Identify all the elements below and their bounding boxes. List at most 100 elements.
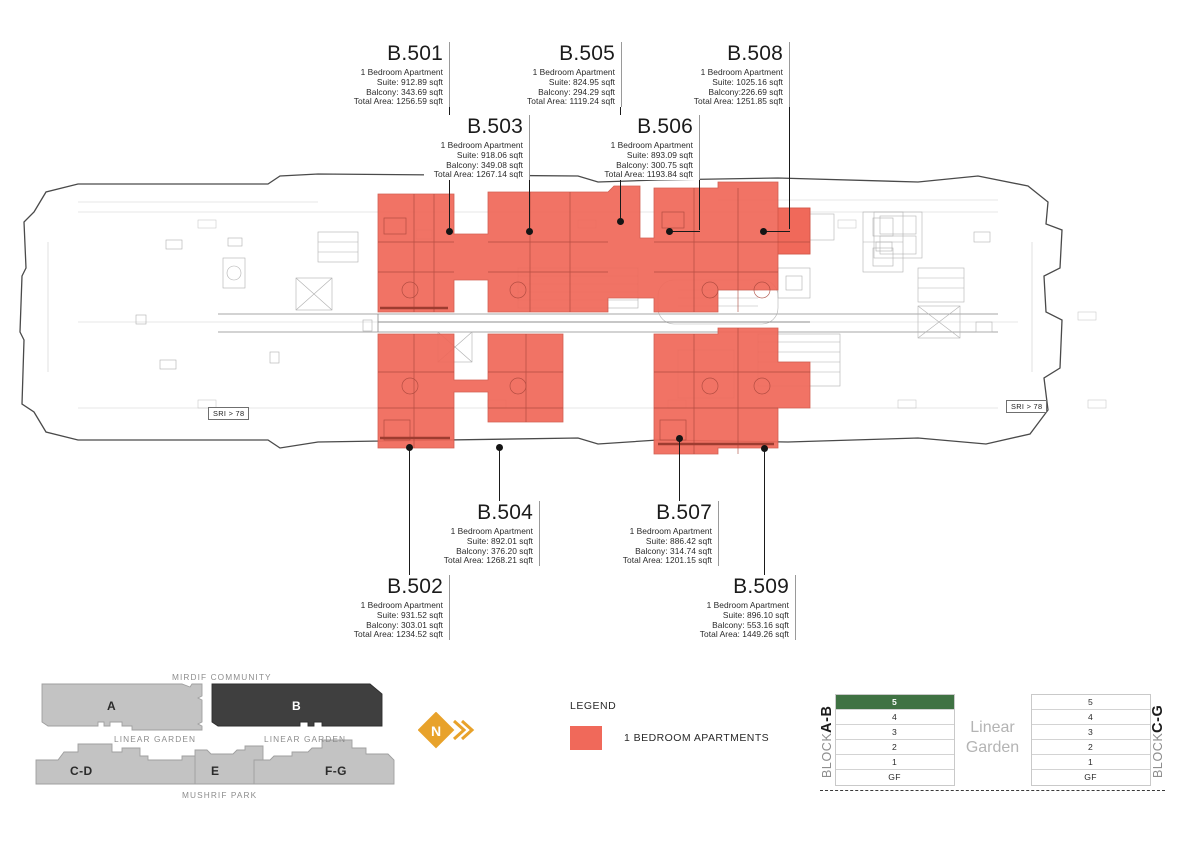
leader-dot-b504	[496, 444, 503, 451]
level-cell-1-cg[interactable]: 1	[1031, 755, 1150, 770]
leader-dot-b503	[526, 228, 533, 235]
sri-annotation-right: SRI > 78	[1006, 400, 1048, 413]
keymap-label-fg: F-G	[325, 764, 347, 778]
unit-total-area: Total Area: 1256.59 sqft	[353, 96, 443, 107]
linear-garden-label: Linear Garden	[955, 694, 1031, 758]
keymap-caption-bottom: MUSHRIF PARK	[182, 790, 258, 800]
highlight-zone-lower-right	[653, 327, 811, 455]
level-cell-gf-cg[interactable]: GF	[1084, 772, 1097, 782]
unit-callout-b506[interactable]: B.506 1 Bedroom Apartment Suite: 893.09 …	[594, 115, 700, 181]
keymap-block-fg	[253, 739, 395, 785]
site-key-map[interactable]: MIRDIF COMMUNITY LINEAR GARDEN LINEAR GA…	[22, 672, 412, 800]
unit-total-area: Total Area: 1201.15 sqft	[622, 555, 712, 566]
leader-line-b507	[679, 438, 680, 508]
keymap-caption-linear-garden-left: LINEAR GARDEN	[114, 734, 197, 744]
unit-suite-area: Suite: 893.09 sqft	[626, 149, 693, 160]
unit-callout-b505[interactable]: B.505 1 Bedroom Apartment Suite: 824.95 …	[516, 42, 622, 108]
unit-code: B.502	[387, 575, 443, 598]
unit-total-area: Total Area: 1251.85 sqft	[693, 96, 783, 107]
level-cell-4-ab[interactable]: 4	[835, 710, 954, 725]
keymap-label-cd: C-D	[70, 764, 93, 778]
unit-total-area: Total Area: 1119.24 sqft	[527, 96, 615, 107]
level-cell-3-ab[interactable]: 3	[835, 725, 954, 740]
unit-type: 1 Bedroom Apartment	[610, 139, 693, 150]
block-label-cg-value: C-G	[1149, 704, 1166, 733]
keymap-caption-top: MIRDIF COMMUNITY	[172, 672, 272, 682]
unit-balcony-area: Balcony: 349.08 sqft	[446, 159, 523, 170]
unit-total-area: Total Area: 1449.26 sqft	[699, 629, 789, 640]
unit-balcony-area: Balcony: 294.29 sqft	[538, 86, 615, 97]
block-label-ab-value: A-B	[819, 705, 835, 733]
unit-type: 1 Bedroom Apartment	[629, 525, 712, 536]
unit-suite-area: Suite: 912.89 sqft	[376, 76, 443, 87]
unit-suite-area: Suite: 918.06 sqft	[456, 149, 523, 160]
level-cell-3-cg[interactable]: 3	[1031, 725, 1150, 740]
level-cell-gf-ab[interactable]: GF	[888, 772, 901, 782]
sri-annotation-left: SRI > 78	[208, 407, 250, 420]
keymap-label-a: A	[107, 699, 117, 713]
unit-callout-b509[interactable]: B.509 1 Bedroom Apartment Suite: 896.10 …	[689, 575, 796, 641]
keymap-block-cd	[35, 743, 241, 785]
legend-item-1-bedroom[interactable]: 1 BEDROOM APARTMENTS	[570, 726, 769, 750]
level-cell-1-ab[interactable]: 1	[835, 755, 954, 770]
floorplan-svg	[19, 173, 1107, 455]
level-cell-4-cg[interactable]: 4	[1031, 710, 1150, 725]
keymap-svg	[35, 683, 395, 785]
leader-line-b502	[409, 447, 410, 582]
level-cell-5-ab[interactable]: 5	[835, 695, 954, 710]
level-cell-2-cg[interactable]: 2	[1031, 740, 1150, 755]
keymap-label-e: E	[211, 764, 220, 778]
leader-dot-b506	[666, 228, 673, 235]
level-table-cg[interactable]: 5 4 3 2 1 GF	[1030, 694, 1151, 786]
keymap-block-a	[41, 683, 203, 731]
block-label-ab: BLOCK A-B	[819, 694, 835, 789]
unit-callout-b507[interactable]: B.507 1 Bedroom Apartment Suite: 886.42 …	[612, 501, 719, 567]
unit-balcony-area: Balcony: 314.74 sqft	[635, 545, 712, 556]
leader-dot-b509	[761, 445, 768, 452]
level-indicator[interactable]: BLOCK A-B 5 4 3 2 1 GF Linear Garden 5 4…	[819, 694, 1166, 798]
unit-total-area: Total Area: 1268.21 sqft	[443, 555, 533, 566]
highlight-zone-lower-left	[377, 333, 564, 449]
unit-suite-area: Suite: 931.52 sqft	[376, 609, 443, 620]
leader-dot-b502	[406, 444, 413, 451]
level-cell-2-ab[interactable]: 2	[835, 740, 954, 755]
block-label-cg: BLOCK C-G	[1149, 694, 1166, 789]
unit-callout-b501[interactable]: B.501 1 Bedroom Apartment Suite: 912.89 …	[344, 42, 450, 108]
unit-total-area: Total Area: 1234.52 sqft	[353, 629, 443, 640]
keymap-block-b	[211, 683, 383, 727]
unit-callout-b504[interactable]: B.504 1 Bedroom Apartment Suite: 892.01 …	[434, 501, 540, 567]
unit-code: B.509	[733, 575, 789, 598]
block-label-ab-prefix: BLOCK	[820, 732, 834, 778]
unit-code: B.503	[467, 115, 523, 138]
unit-type: 1 Bedroom Apartment	[360, 66, 443, 77]
unit-balcony-area: Balcony: 343.69 sqft	[366, 86, 443, 97]
unit-code: B.508	[727, 42, 783, 65]
unit-balcony-area: Balcony: 376.20 sqft	[456, 545, 533, 556]
keymap-block-e	[194, 745, 264, 785]
unit-type: 1 Bedroom Apartment	[532, 66, 615, 77]
level-table-ab[interactable]: 5 4 3 2 1 GF	[834, 694, 955, 786]
leader-line-b508-h	[763, 231, 790, 232]
level-cell-5-cg[interactable]: 5	[1031, 695, 1150, 710]
leader-dot-b508	[760, 228, 767, 235]
unit-total-area: Total Area: 1267.14 sqft	[433, 169, 523, 180]
unit-callout-b508[interactable]: B.508 1 Bedroom Apartment Suite: 1025.16…	[683, 42, 790, 108]
leader-line-b508	[789, 107, 790, 229]
unit-callout-b503[interactable]: B.503 1 Bedroom Apartment Suite: 918.06 …	[424, 115, 530, 181]
legend-swatch-1-bedroom	[570, 726, 602, 750]
keymap-label-b: B	[292, 699, 302, 713]
unit-suite-area: Suite: 892.01 sqft	[466, 535, 533, 546]
unit-type: 1 Bedroom Apartment	[700, 66, 783, 77]
legend: LEGEND 1 BEDROOM APARTMENTS	[570, 700, 769, 750]
leader-dot-b505	[617, 218, 624, 225]
unit-callout-b502[interactable]: B.502 1 Bedroom Apartment Suite: 931.52 …	[344, 575, 450, 641]
leader-line-b503	[529, 180, 530, 232]
unit-code: B.506	[637, 115, 693, 138]
floorplan-drawing: SRI > 78 SRI > 78	[18, 172, 1183, 472]
unit-total-area: Total Area: 1193.84 sqft	[604, 169, 693, 180]
unit-type: 1 Bedroom Apartment	[440, 139, 523, 150]
level-indicator-baseline	[820, 790, 1165, 791]
block-label-cg-prefix: BLOCK	[1150, 733, 1165, 779]
unit-suite-area: Suite: 1025.16 sqft	[712, 76, 783, 87]
